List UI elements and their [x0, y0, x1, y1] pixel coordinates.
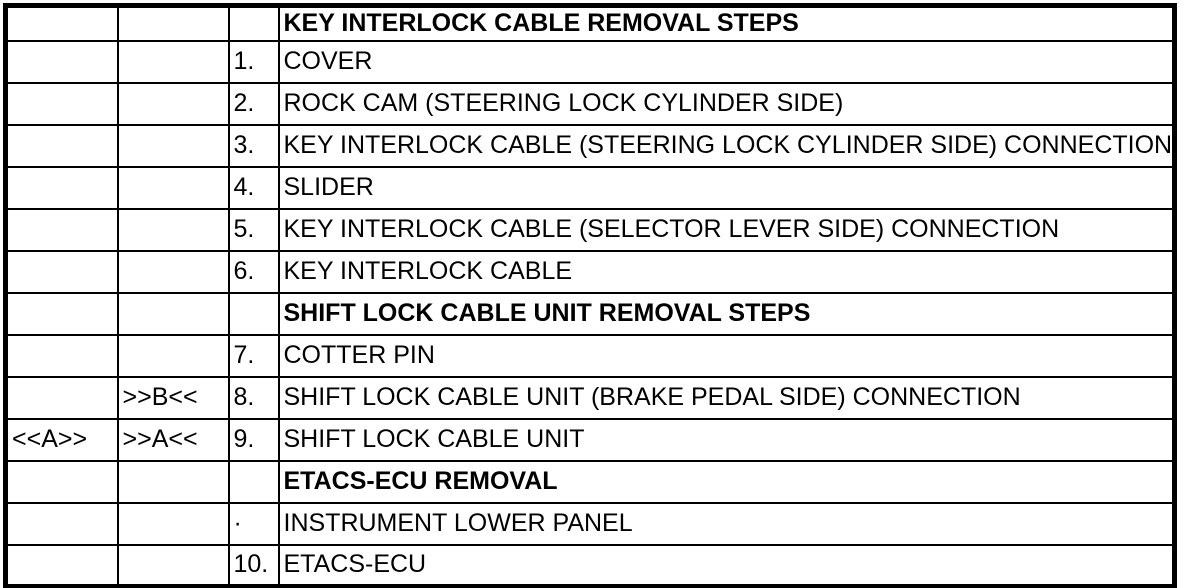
cell-step-number: · — [227, 501, 280, 546]
cell-installation-marker — [116, 501, 230, 546]
section-header-row: KEY INTERLOCK CABLE REMOVAL STEPS — [4, 4, 1176, 42]
cell-description: KEY INTERLOCK CABLE — [277, 249, 1176, 294]
cell-removal-marker — [4, 123, 119, 168]
cell-removal-marker — [4, 333, 119, 378]
cell-removal-marker — [4, 4, 119, 42]
cell-removal-marker — [4, 81, 119, 126]
cell-installation-marker — [116, 291, 230, 336]
section-header-row: SHIFT LOCK CABLE UNIT REMOVAL STEPS — [4, 291, 1176, 336]
cell-installation-marker — [116, 459, 230, 504]
cell-installation-marker — [116, 543, 230, 588]
cell-step-number — [227, 459, 280, 504]
cell-description: SLIDER — [277, 165, 1176, 210]
cell-description: SHIFT LOCK CABLE UNIT REMOVAL STEPS — [277, 291, 1176, 336]
step-row: <<A>>>>A<<9.SHIFT LOCK CABLE UNIT — [4, 417, 1176, 462]
cell-removal-marker — [4, 207, 119, 252]
cell-removal-marker — [4, 39, 119, 84]
cell-description: KEY INTERLOCK CABLE (SELECTOR LEVER SIDE… — [277, 207, 1176, 252]
cell-removal-marker — [4, 375, 119, 420]
cell-installation-marker — [116, 333, 230, 378]
cell-installation-marker — [116, 207, 230, 252]
cell-installation-marker: >>B<< — [116, 375, 230, 420]
cell-description: COVER — [277, 39, 1176, 84]
cell-description: INSTRUMENT LOWER PANEL — [277, 501, 1176, 546]
cell-step-number: 2. — [227, 81, 280, 126]
cell-step-number: 10. — [227, 543, 280, 588]
cell-removal-marker — [4, 165, 119, 210]
cell-removal-marker — [4, 543, 119, 588]
cell-installation-marker: >>A<< — [116, 417, 230, 462]
cell-description: ROCK CAM (STEERING LOCK CYLINDER SIDE) — [277, 81, 1176, 126]
cell-step-number: 3. — [227, 123, 280, 168]
step-row: 7.COTTER PIN — [4, 333, 1176, 378]
step-row: 3.KEY INTERLOCK CABLE (STEERING LOCK CYL… — [4, 123, 1176, 168]
step-row: 1.COVER — [4, 39, 1176, 84]
cell-removal-marker — [4, 459, 119, 504]
step-row: ·INSTRUMENT LOWER PANEL — [4, 501, 1176, 546]
cell-installation-marker — [116, 39, 230, 84]
cell-description: SHIFT LOCK CABLE UNIT — [277, 417, 1176, 462]
cell-removal-marker — [4, 501, 119, 546]
cell-step-number: 5. — [227, 207, 280, 252]
cell-removal-marker: <<A>> — [4, 417, 119, 462]
cell-step-number — [227, 4, 280, 42]
cell-step-number: 1. — [227, 39, 280, 84]
cell-installation-marker — [116, 123, 230, 168]
cell-description: KEY INTERLOCK CABLE (STEERING LOCK CYLIN… — [277, 123, 1176, 168]
step-row: >>B<<8.SHIFT LOCK CABLE UNIT (BRAKE PEDA… — [4, 375, 1176, 420]
cell-installation-marker — [116, 81, 230, 126]
step-row: 2.ROCK CAM (STEERING LOCK CYLINDER SIDE) — [4, 81, 1176, 126]
cell-removal-marker — [4, 249, 119, 294]
cell-description: SHIFT LOCK CABLE UNIT (BRAKE PEDAL SIDE)… — [277, 375, 1176, 420]
section-header-row: ETACS-ECU REMOVAL — [4, 459, 1176, 504]
cell-description: KEY INTERLOCK CABLE REMOVAL STEPS — [277, 4, 1176, 42]
step-row: 5.KEY INTERLOCK CABLE (SELECTOR LEVER SI… — [4, 207, 1176, 252]
cell-step-number: 4. — [227, 165, 280, 210]
cell-step-number — [227, 291, 280, 336]
cell-step-number: 9. — [227, 417, 280, 462]
cell-step-number: 7. — [227, 333, 280, 378]
cell-installation-marker — [116, 4, 230, 42]
cell-step-number: 8. — [227, 375, 280, 420]
cell-installation-marker — [116, 249, 230, 294]
cell-description: ETACS-ECU — [277, 543, 1176, 588]
cell-removal-marker — [4, 291, 119, 336]
step-row: 6.KEY INTERLOCK CABLE — [4, 249, 1176, 294]
step-row: 10.ETACS-ECU — [4, 543, 1176, 588]
step-row: 4.SLIDER — [4, 165, 1176, 210]
cell-description: COTTER PIN — [277, 333, 1176, 378]
cell-description: ETACS-ECU REMOVAL — [277, 459, 1176, 504]
cell-step-number: 6. — [227, 249, 280, 294]
cell-installation-marker — [116, 165, 230, 210]
